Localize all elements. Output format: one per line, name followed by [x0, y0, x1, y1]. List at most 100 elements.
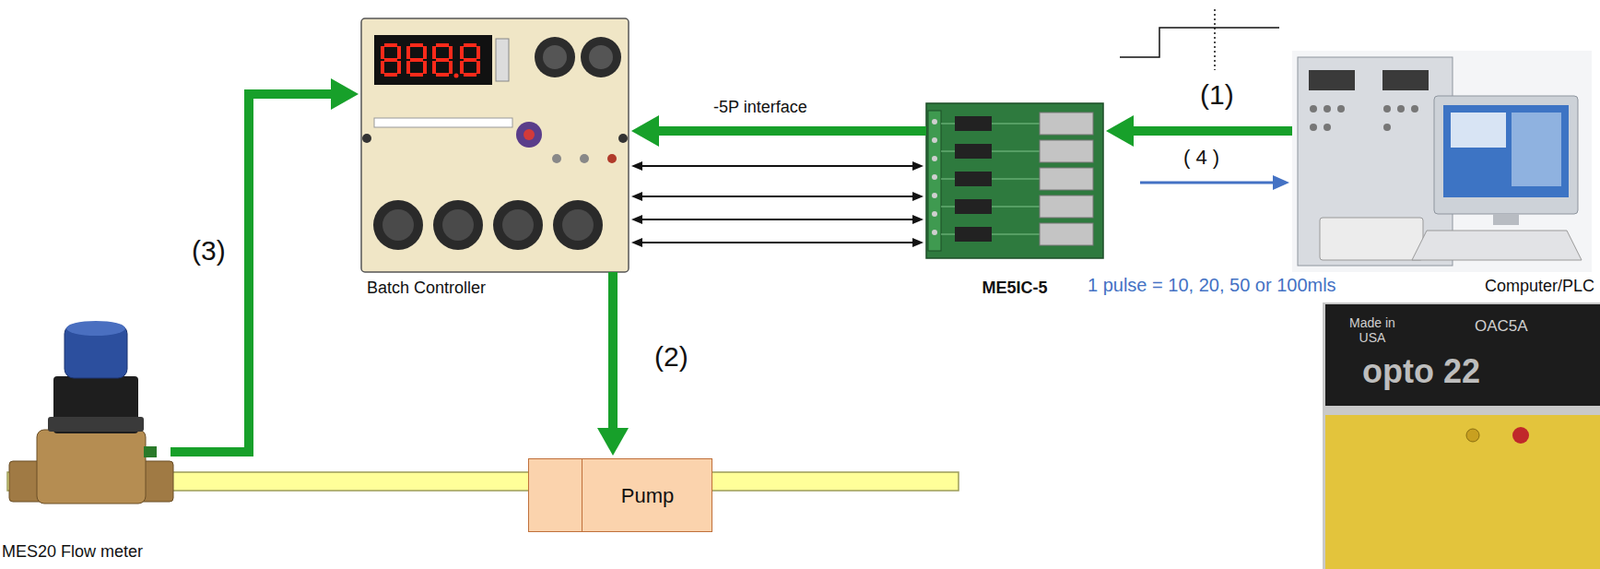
traces: [991, 123, 1040, 125]
yellow-module: [1325, 414, 1600, 569]
connector-arrow: [170, 94, 331, 452]
relays: [1039, 112, 1094, 135]
switch: [607, 153, 617, 164]
card-slot: [374, 117, 513, 128]
knob-cap: [502, 209, 534, 241]
interface-board: ME5IC-5: [926, 103, 1104, 259]
screen: [1443, 105, 1569, 198]
terminal-screws: [931, 118, 938, 125]
relays: [1039, 112, 1094, 246]
terminal-screws: [931, 118, 938, 236]
connector-label: ( 4 ): [1181, 145, 1222, 169]
node-label: Pump: [581, 458, 714, 533]
switch: [579, 153, 589, 164]
panel-buttons: [1397, 105, 1405, 113]
interface-board-figure: [926, 103, 1104, 259]
flow-meter-figure: [9, 320, 174, 504]
connector-arrow: [658, 126, 927, 136]
computer-plc: Computer/PLC: [1292, 50, 1592, 272]
chips: [954, 199, 992, 214]
chips: [954, 143, 992, 159]
logo: [516, 121, 542, 148]
meter-ring: [47, 416, 144, 432]
terminal-screws: [931, 174, 938, 180]
dotted-marker: [1213, 9, 1216, 71]
knob: [433, 200, 483, 250]
connector-arrow: [642, 195, 913, 198]
screen-window: [1450, 112, 1506, 148]
batch-controller: Batch Controller: [361, 18, 629, 272]
traces: [991, 178, 1040, 180]
panel-buttons: [1309, 105, 1318, 113]
knob-cap: [442, 209, 474, 241]
cabinet: [1297, 57, 1453, 266]
pipe: [7, 471, 959, 491]
traces: [941, 178, 955, 180]
relays: [1039, 167, 1094, 190]
connector-arrow: [1133, 126, 1293, 136]
traces: [991, 206, 1040, 208]
terminal-screws: [931, 137, 938, 143]
connector-arrow: [642, 241, 913, 244]
knob: [373, 200, 424, 250]
screen-window: [1511, 112, 1562, 187]
controller-panel: [361, 18, 629, 272]
traces: [941, 123, 955, 125]
batch-controller-figure: [361, 18, 629, 272]
connector-label: (2): [652, 341, 691, 374]
keyboard: [1411, 230, 1582, 260]
display-digits: [380, 43, 481, 79]
decimal-point: [454, 73, 459, 79]
meter-register: [53, 376, 139, 434]
photo-ground: [1292, 50, 1592, 272]
panel-meter: [1308, 70, 1355, 91]
panel-meter: [1382, 70, 1429, 91]
knob: [493, 200, 543, 250]
node-label: Computer/PLC: [1294, 276, 1595, 297]
meter-cap-top: [66, 320, 126, 336]
knob-cap: [382, 209, 414, 241]
unit-leds: [495, 38, 509, 82]
panel-buttons: [1383, 123, 1391, 131]
terminal-screws: [931, 211, 938, 217]
connector-arrow: [608, 271, 618, 428]
knob-cap: [588, 45, 613, 70]
meter-fitting: [136, 460, 174, 502]
connector-label: -5P interface: [711, 97, 810, 118]
meter-body: [36, 429, 146, 504]
chips: [954, 116, 992, 131]
panel-buttons: [1337, 105, 1345, 113]
knob: [580, 36, 622, 78]
module-led: [1466, 428, 1480, 442]
terminal-screws: [931, 192, 938, 199]
pulse-note: 1 pulse = 10, 20, 50 or 100mls: [1087, 274, 1337, 296]
knob-cap: [542, 45, 567, 70]
printer: [1319, 217, 1424, 260]
pump-box: Pump: [528, 458, 713, 532]
module-logo: opto 22: [1362, 352, 1481, 390]
step-signal: [1119, 9, 1280, 71]
photo-ground: [1322, 302, 1600, 569]
connector-arrow: [1140, 181, 1273, 185]
panel-buttons: [1383, 105, 1391, 113]
meter-output: [143, 446, 157, 458]
node-label: Batch Controller: [366, 278, 635, 299]
panel-buttons: [1309, 123, 1318, 131]
terminal-screws: [931, 155, 938, 162]
node-label: MES20 Flow meter: [1, 541, 164, 563]
pump-divider: [581, 458, 583, 531]
meter-fitting: [9, 460, 47, 502]
traces: [941, 206, 955, 208]
traces: [941, 151, 955, 153]
switch: [552, 153, 562, 164]
meter-cap: [64, 324, 128, 378]
knob-cap: [562, 209, 594, 241]
terminal-block: [928, 110, 942, 251]
step-waveform: [1119, 27, 1280, 58]
relays: [1039, 140, 1094, 163]
opto-modules-photo: [1322, 302, 1600, 569]
monitor-stand: [1493, 213, 1519, 225]
